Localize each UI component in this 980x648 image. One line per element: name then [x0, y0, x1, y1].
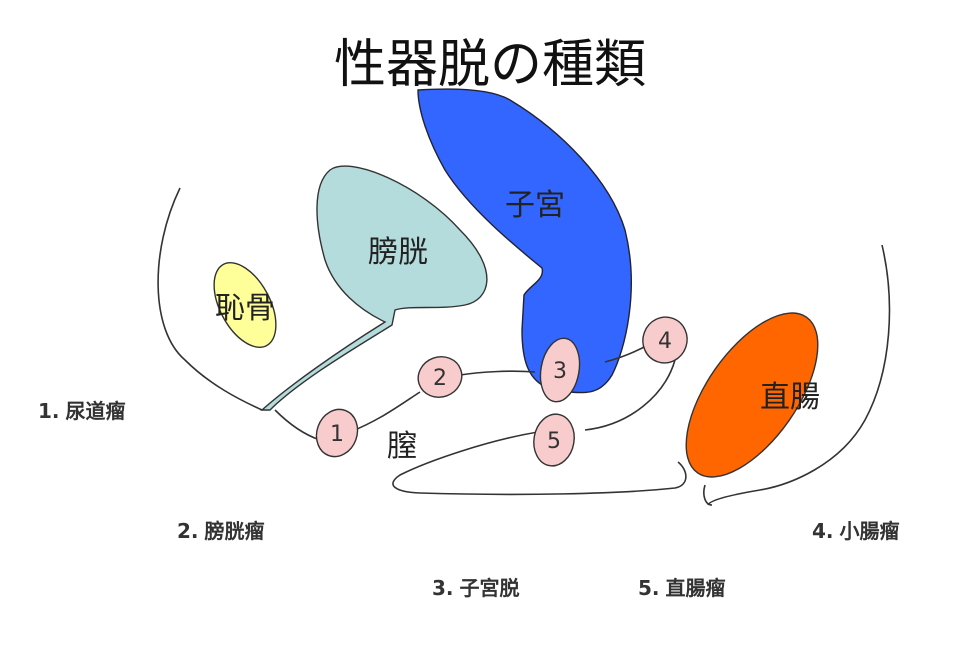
legend-item-5: 5.直腸瘤: [638, 576, 726, 600]
vaginal-canal-outline: [274, 344, 687, 496]
rectum-label: 直腸: [760, 380, 820, 415]
svg-text:2.膀胱瘤: 2.膀胱瘤: [177, 519, 265, 543]
legend-item-1: 1.尿道瘤: [38, 399, 126, 423]
marker-2: 2: [417, 356, 463, 398]
svg-text:5: 5: [547, 429, 561, 454]
svg-text:3.子宮脱: 3.子宮脱: [432, 576, 520, 600]
marker-1: 1: [315, 408, 359, 458]
marker-3: 3: [539, 337, 581, 403]
svg-text:5.直腸瘤: 5.直腸瘤: [638, 576, 726, 600]
svg-text:3: 3: [553, 359, 567, 384]
svg-text:2: 2: [433, 366, 447, 391]
bladder-label: 膀胱: [368, 235, 428, 270]
legend-item-2: 2.膀胱瘤: [177, 519, 265, 543]
rectum: 直腸: [685, 312, 820, 478]
uterus-label: 子宮: [505, 188, 565, 223]
pubic-bone-label: 恥骨: [215, 291, 275, 326]
svg-text:4: 4: [658, 329, 672, 354]
pubic-bone: 恥骨: [213, 262, 277, 348]
svg-text:4.小腸瘤: 4.小腸瘤: [812, 519, 900, 543]
bladder: 膀胱: [260, 165, 488, 411]
legend-item-4: 4.小腸瘤: [812, 519, 900, 543]
vagina-label: 膣: [387, 429, 417, 464]
svg-text:1.尿道瘤: 1.尿道瘤: [38, 399, 126, 423]
uterus: 子宮: [417, 88, 632, 394]
legend-item-3: 3.子宮脱: [432, 576, 520, 600]
svg-text:1: 1: [330, 422, 344, 447]
anterior-body-outline: [157, 187, 263, 411]
marker-5: 5: [533, 413, 575, 467]
posterior-body-outline: [703, 244, 891, 506]
marker-4: 4: [642, 316, 688, 364]
diagram-title: 性器脱の種類: [334, 35, 646, 95]
